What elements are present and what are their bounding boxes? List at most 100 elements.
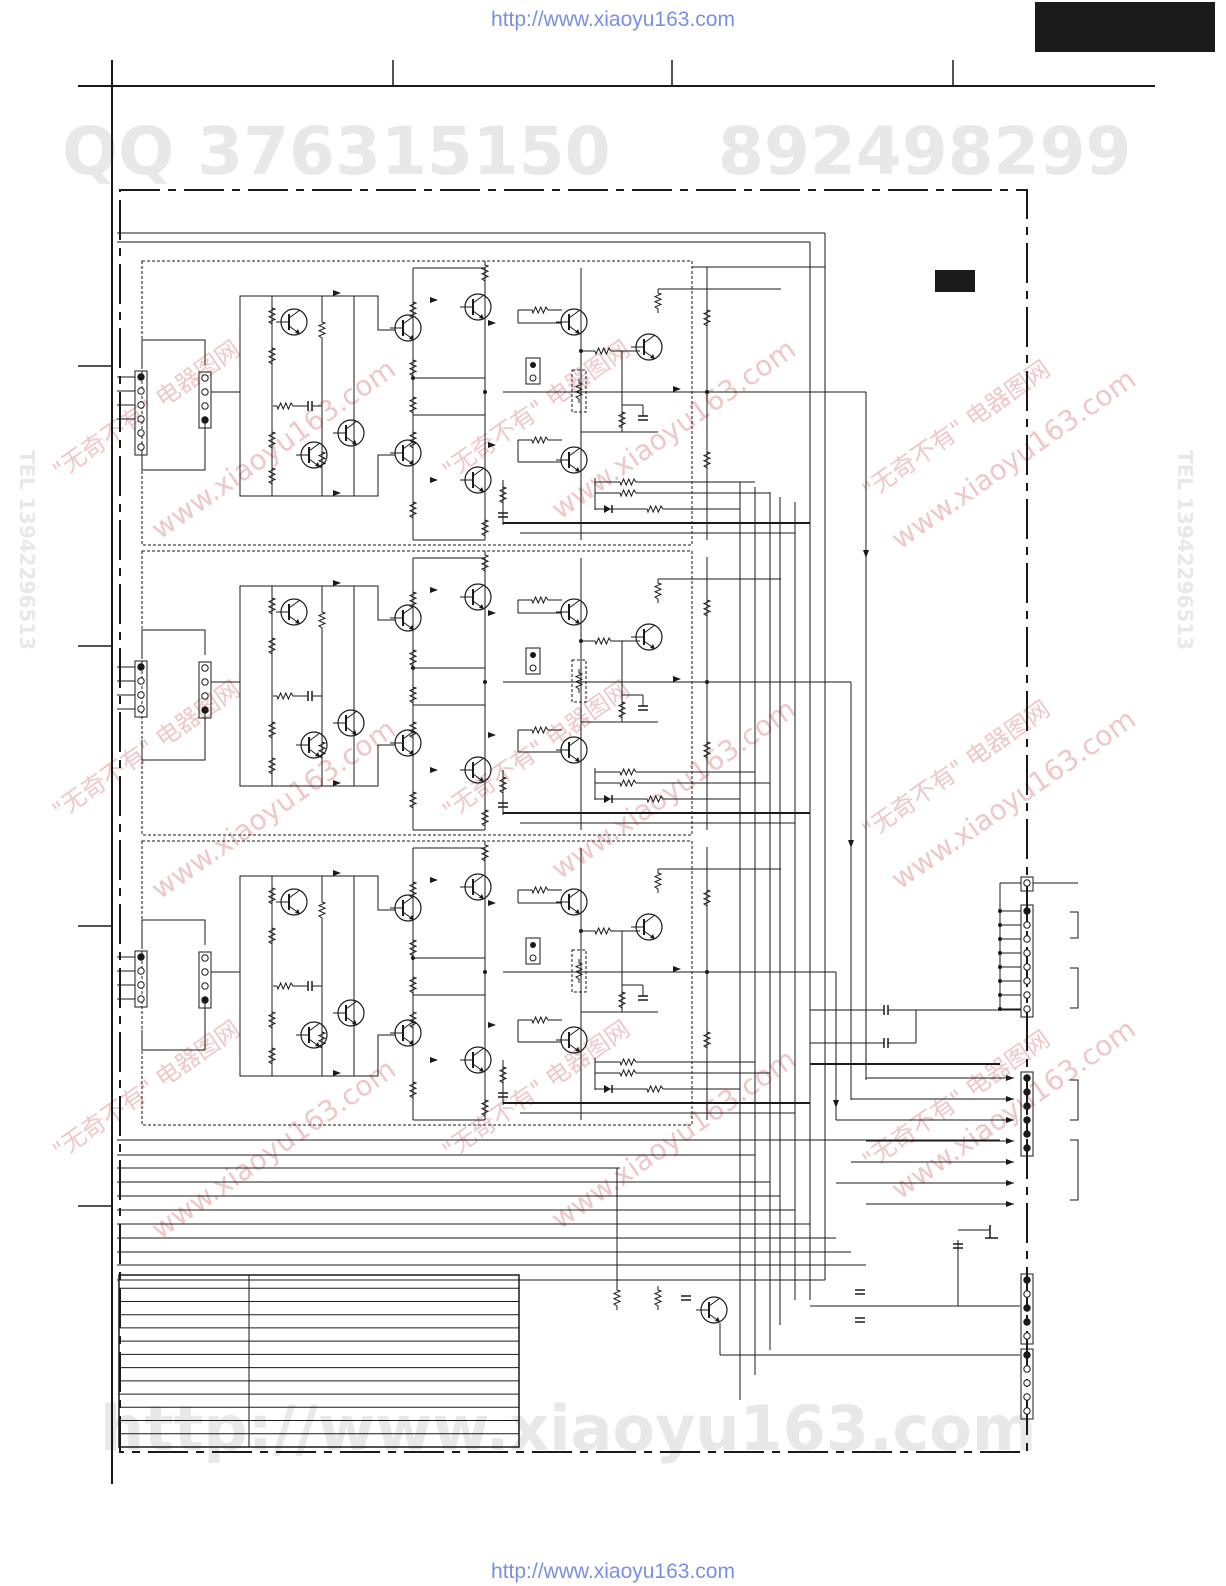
signal-arrow bbox=[430, 877, 438, 883]
resistor bbox=[528, 305, 552, 315]
signal-arrow bbox=[488, 610, 496, 616]
resistor bbox=[480, 1096, 490, 1120]
resistor bbox=[617, 988, 627, 1012]
resistor bbox=[643, 1084, 667, 1094]
transistor-symbol bbox=[460, 293, 492, 321]
resistor bbox=[528, 885, 552, 895]
source-url-header[interactable]: http://www.xiaoyu163.com bbox=[491, 8, 735, 31]
transistor-symbol bbox=[390, 439, 422, 467]
jumper bbox=[525, 937, 541, 965]
pin-connector bbox=[198, 951, 212, 1009]
trimmer bbox=[571, 949, 587, 993]
signal-arrow bbox=[1006, 1180, 1014, 1186]
trimmer bbox=[571, 659, 587, 703]
resistor bbox=[653, 1286, 663, 1310]
signal-arrow bbox=[430, 767, 438, 773]
resistor bbox=[616, 1068, 640, 1078]
junction-dot bbox=[705, 970, 709, 974]
resistor bbox=[574, 379, 584, 403]
transistor-symbol bbox=[631, 623, 663, 651]
transistor-symbol bbox=[276, 308, 308, 336]
capacitor bbox=[638, 995, 648, 1001]
transistor-symbol bbox=[460, 756, 492, 784]
resistor bbox=[612, 1286, 622, 1310]
capacitor bbox=[307, 981, 313, 991]
transistor-symbol bbox=[556, 1026, 588, 1054]
junction-dot bbox=[998, 909, 1002, 913]
resistor bbox=[408, 356, 418, 380]
resistor bbox=[574, 959, 584, 983]
capacitor bbox=[638, 705, 648, 711]
signal-arrow bbox=[1006, 1075, 1014, 1081]
capacitor bbox=[855, 1289, 865, 1295]
watermark-cn-4: "无奇不有" 电器图网 bbox=[47, 675, 245, 825]
signal-arrow bbox=[333, 1070, 341, 1076]
resistor bbox=[528, 435, 552, 445]
resistor bbox=[273, 691, 297, 701]
junction-dot bbox=[483, 970, 487, 974]
transistor-symbol bbox=[460, 583, 492, 611]
transistor-symbol bbox=[296, 731, 328, 759]
signal-arrow bbox=[333, 580, 341, 586]
resistor bbox=[408, 683, 418, 707]
transistor-symbol bbox=[460, 873, 492, 901]
resistor bbox=[267, 754, 277, 778]
transistor-symbol bbox=[556, 888, 588, 916]
signal-arrow bbox=[1006, 1201, 1014, 1207]
junction-dot bbox=[579, 349, 583, 353]
junction-dot bbox=[411, 666, 415, 670]
transistor-symbol bbox=[696, 1296, 728, 1324]
resistor bbox=[616, 488, 640, 498]
resistor bbox=[591, 636, 615, 646]
capacitor bbox=[953, 1243, 963, 1249]
transistor-symbol bbox=[631, 913, 663, 941]
resistor bbox=[267, 428, 277, 452]
watermark-tel-left: TEL 13942296513 bbox=[15, 450, 39, 650]
resistor bbox=[267, 718, 277, 742]
capacitor bbox=[883, 1038, 889, 1048]
transistor-symbol bbox=[556, 736, 588, 764]
resistor bbox=[267, 304, 277, 328]
resistor bbox=[498, 483, 508, 507]
transistor-symbol bbox=[296, 1021, 328, 1049]
resistor bbox=[267, 634, 277, 658]
pin-connector bbox=[134, 660, 148, 718]
signal-arrow bbox=[673, 386, 681, 392]
signal-arrow bbox=[1006, 1117, 1014, 1123]
transistor-symbol bbox=[390, 729, 422, 757]
source-url-footer[interactable]: http://www.xiaoyu163.com bbox=[491, 1560, 735, 1583]
resistor bbox=[616, 778, 640, 788]
resistor bbox=[498, 1063, 508, 1087]
signal-arrow bbox=[430, 297, 438, 303]
resistor bbox=[528, 725, 552, 735]
transistor-symbol bbox=[333, 709, 365, 737]
transistor-symbol bbox=[556, 308, 588, 336]
resistor bbox=[617, 408, 627, 432]
transistor-symbol bbox=[276, 888, 308, 916]
junction-dot bbox=[998, 993, 1002, 997]
junction-dot bbox=[579, 639, 583, 643]
signal-arrow bbox=[488, 442, 496, 448]
resistor bbox=[267, 594, 277, 618]
transistor-symbol bbox=[556, 446, 588, 474]
resistor bbox=[317, 318, 327, 342]
resistor bbox=[408, 1078, 418, 1102]
resistor bbox=[591, 346, 615, 356]
junction-dot bbox=[411, 376, 415, 380]
transistor-symbol bbox=[460, 466, 492, 494]
watermark-tel-right: TEL 13942296513 bbox=[1173, 450, 1197, 650]
pin-connector bbox=[1020, 1348, 1034, 1420]
resistor bbox=[317, 898, 327, 922]
transistor-symbol bbox=[296, 441, 328, 469]
amp-channel-2 bbox=[117, 550, 810, 836]
resistor bbox=[528, 595, 552, 605]
resistor bbox=[273, 981, 297, 991]
resistor bbox=[267, 344, 277, 368]
jumper bbox=[525, 647, 541, 675]
junction-dot bbox=[998, 937, 1002, 941]
signal-arrow bbox=[333, 780, 341, 786]
resistor bbox=[408, 1008, 418, 1032]
trimmer bbox=[571, 369, 587, 413]
resistor bbox=[480, 841, 490, 865]
